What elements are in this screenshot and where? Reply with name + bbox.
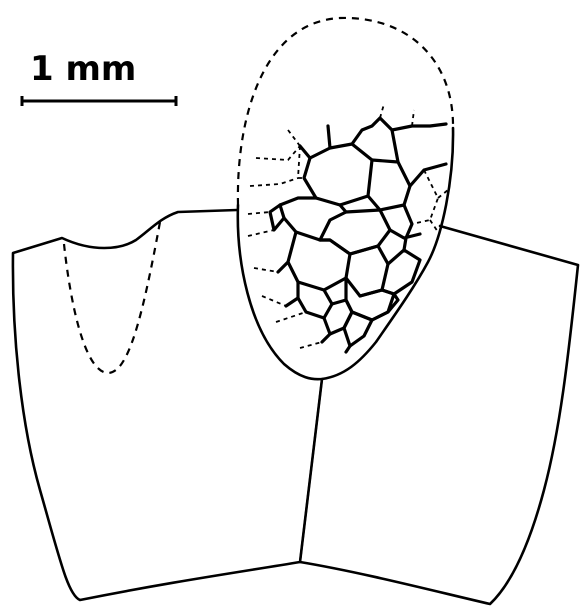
oval-solid-outline (238, 128, 453, 379)
oval-dashed-top (238, 18, 453, 205)
scale-bar-label: 1 mm (30, 49, 136, 89)
central-suture (300, 379, 322, 562)
cell-network (270, 118, 446, 352)
right-plate-outline (300, 226, 578, 604)
left-plate-outline (13, 210, 322, 600)
scale-bar: 1 mm (22, 49, 176, 106)
